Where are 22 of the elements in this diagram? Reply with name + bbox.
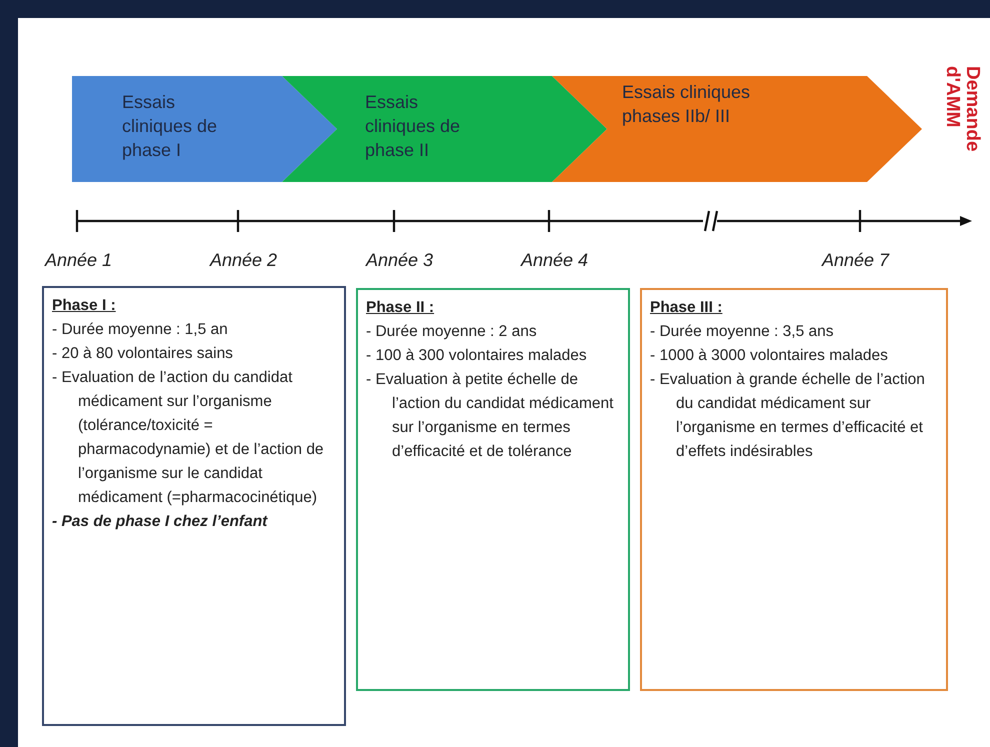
bullet-text: - 100 à 300 volontaires malades — [366, 346, 588, 366]
year-label: Année 7 — [822, 250, 890, 271]
year-label: Année 3 — [366, 250, 434, 271]
bullet-text: - Durée moyenne : 3,5 ans — [650, 322, 835, 342]
bullet-text: - 20 à 80 volontaires sains — [52, 344, 234, 364]
card-heading: Phase I : — [52, 296, 116, 316]
card-heading: Phase II : — [366, 298, 434, 318]
year-label: Année 2 — [210, 250, 278, 271]
bullet-text: - Evaluation à petite échelle de l’action du candidat médicament sur l’organisme en termes d’efficacité et de tolérance — [366, 370, 614, 462]
bullet-text: - Pas de phase I chez l’enfant — [52, 512, 269, 532]
bullet-text: - Durée moyenne : 2 ans — [366, 322, 538, 342]
bullet-text: - Evaluation à grande échelle de l’action du candidat médicament sur l’organisme en termes d’efficacité et d’effets indésirables — [650, 370, 926, 462]
phase-label: Essais cliniques phases IIb/ III — [622, 81, 752, 128]
year-label: Année 4 — [521, 250, 588, 271]
bullet-text: - Evaluation de l’action du candidat médicament sur l’organisme (tolérance/toxicité = pharmacodynamie) et de l’action de l’organisme sur le candidat médicament (=pharmacocinétique) — [52, 368, 325, 508]
phase-label: Essais cliniques de phase II — [365, 91, 462, 162]
phase-label: Essais cliniques de phase I — [122, 91, 218, 162]
bullet-text: - 1000 à 3000 volontaires malades — [650, 346, 889, 366]
card-heading: Phase III : — [650, 298, 722, 318]
milestone-label: Demande d'AMM — [942, 66, 982, 154]
bullet-text: - Durée moyenne : 1,5 an — [52, 320, 229, 340]
year-label: Année 1 — [45, 250, 112, 271]
